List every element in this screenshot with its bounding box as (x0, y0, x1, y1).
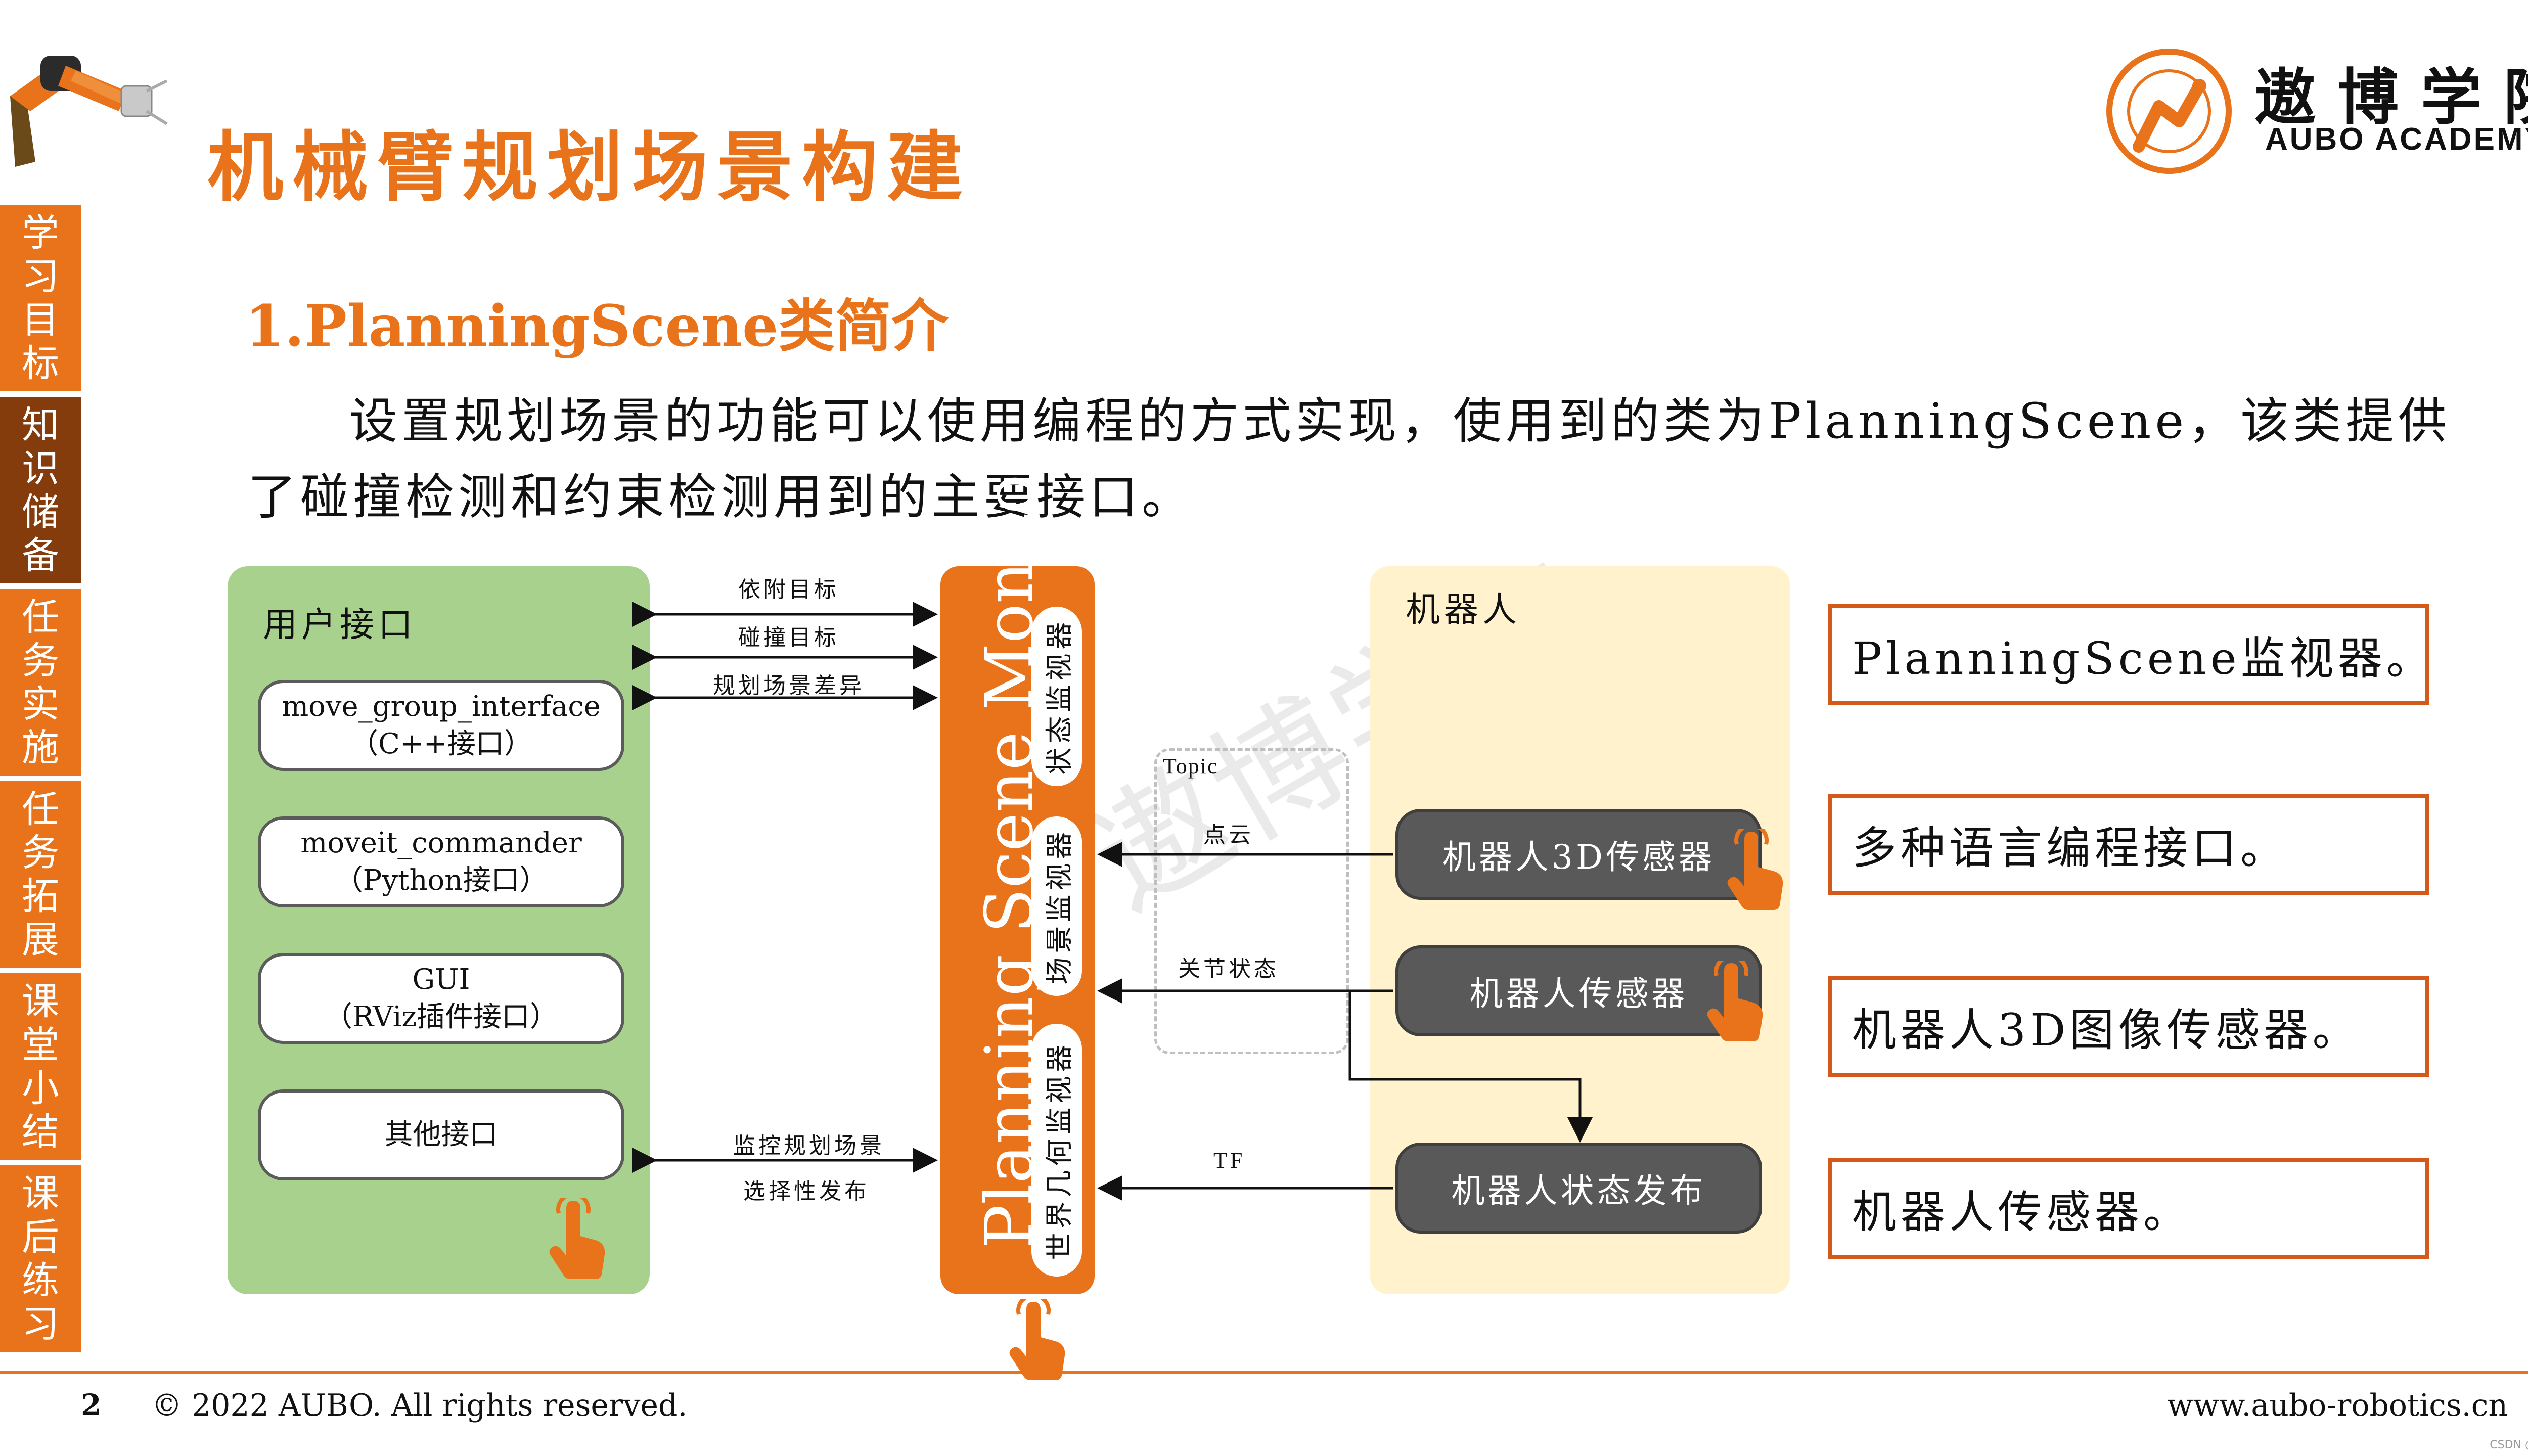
nav-item-learning-goals[interactable]: 学习目标 (0, 205, 81, 394)
nav-item-label: 课后练习 (22, 1171, 59, 1346)
logo-chinese-name: 遨博学院 (2255, 63, 2528, 133)
interface-language: （Python接口） (334, 864, 548, 897)
left-navigation: 学习目标 知识储备 任务实施 任务拓展 课堂小结 课后练习 (0, 205, 81, 1378)
footer-source-tag: CSDN @遨博学院 (2490, 1439, 2528, 1451)
nav-item-task-implementation[interactable]: 任务实施 (0, 589, 81, 779)
logo-english-name: AUBO ACADEMY (2265, 122, 2528, 157)
nav-item-label: 知识储备 (22, 403, 59, 577)
annotation-multi-language-interface: 多种语言编程接口。 (1828, 794, 2429, 895)
edge-label-topic: Topic (1163, 754, 1218, 779)
hand-pointer-icon[interactable] (1004, 1299, 1069, 1380)
nav-item-label: 学习目标 (22, 211, 59, 385)
interface-gui: GUI （RViz插件接口） (258, 953, 624, 1044)
edge-label-tf: TF (1213, 1148, 1246, 1173)
scene-monitor: 场景监视器 (1031, 816, 1082, 996)
edge-label-point-cloud: 点云 (1203, 822, 1254, 848)
page-number: 2 (81, 1388, 102, 1422)
footer-divider (0, 1371, 2528, 1374)
robot-panel-title: 机器人 (1406, 590, 1521, 630)
robot-arm-illustration (10, 56, 168, 167)
edge-label-monitor-scene: 监控规划场景 (733, 1133, 885, 1159)
nav-item-summary[interactable]: 课堂小结 (0, 973, 81, 1163)
world-geometry-monitor: 世界几何监视器 (1031, 1024, 1082, 1277)
interface-name: 其他接口 (384, 1118, 498, 1151)
interface-moveit-commander: moveit_commander （Python接口） (258, 816, 624, 907)
interface-other: 其他接口 (258, 1089, 624, 1180)
nav-item-knowledge[interactable]: 知识储备 (0, 397, 81, 586)
interface-name: move_group_interface (282, 690, 601, 723)
nav-item-label: 任务实施 (22, 595, 59, 769)
robot-state-publisher-box: 机器人状态发布 (1395, 1143, 1762, 1234)
interface-language: （RViz插件接口） (324, 1000, 559, 1033)
interface-language: （C++接口） (350, 727, 532, 760)
intro-paragraph-line-2: 了碰撞检测和约束检测用到的主要接口。 (248, 469, 1194, 525)
intro-paragraph-line-1: 设置规划场景的功能可以使用编程的方式实现，使用到的类为PlanningScene… (349, 393, 2451, 449)
section-heading: 1.PlanningScene类简介 (245, 293, 949, 359)
footer-website[interactable]: www.aubo-robotics.cn (2167, 1388, 2508, 1423)
hand-pointer-icon[interactable] (1722, 829, 1787, 910)
nav-item-exercises[interactable]: 课后练习 (0, 1165, 81, 1355)
edge-label-collision-target: 碰撞目标 (738, 625, 839, 651)
edge-sensor-to-publisher (1348, 991, 1593, 1143)
interface-name: GUI (412, 963, 470, 996)
annotation-planning-scene-monitor: PlanningScene监视器。 (1828, 604, 2431, 705)
edge-label-scene-diff: 规划场景差异 (713, 673, 865, 699)
page-title: 机械臂规划场景构建 (207, 123, 972, 212)
nav-item-label: 任务拓展 (22, 787, 59, 962)
edge-label-selective-publish: 选择性发布 (743, 1178, 870, 1204)
robot-3d-sensor-box: 机器人3D传感器 (1395, 809, 1762, 900)
robot-sensor-box: 机器人传感器 (1395, 945, 1762, 1036)
edge-label-attach-target: 依附目标 (738, 577, 839, 603)
topic-group-box (1154, 748, 1349, 1054)
nav-item-task-extension[interactable]: 任务拓展 (0, 781, 81, 971)
interface-name: moveit_commander (300, 827, 582, 859)
annotation-robot-3d-image-sensor: 机器人3D图像传感器。 (1828, 976, 2429, 1077)
annotation-robot-sensor: 机器人传感器。 (1828, 1158, 2429, 1259)
hand-pointer-icon[interactable] (544, 1198, 609, 1279)
state-monitor: 状态监视器 (1031, 607, 1082, 786)
aubo-logo-icon (2106, 49, 2232, 174)
nav-item-label: 课堂小结 (22, 979, 59, 1154)
hand-pointer-icon[interactable] (1701, 961, 1767, 1041)
edge-label-joint-state: 关节状态 (1178, 956, 1279, 982)
footer-copyright: © 2022 AUBO. All rights reserved. (152, 1388, 688, 1423)
interface-move-group: move_group_interface （C++接口） (258, 680, 624, 771)
user-interface-panel-title: 用户接口 (263, 605, 417, 645)
